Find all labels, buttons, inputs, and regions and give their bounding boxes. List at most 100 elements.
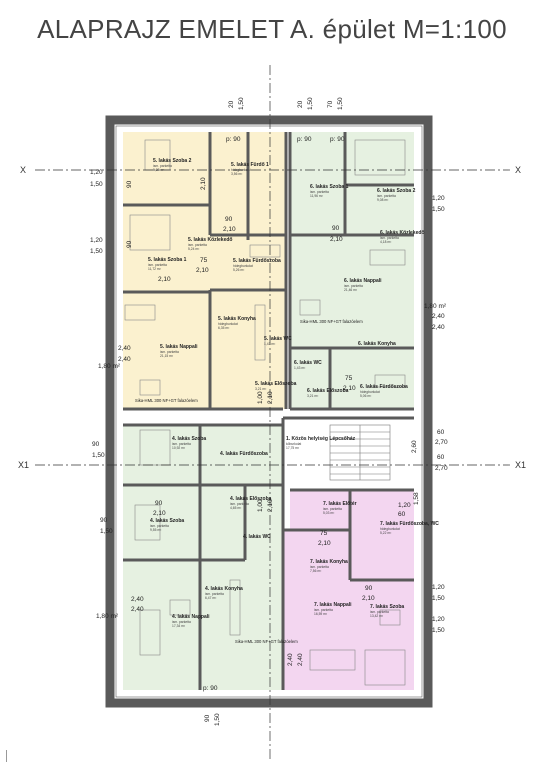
svg-text:6. lakás Előszoba: 6. lakás Előszoba	[307, 388, 349, 394]
svg-text:3,21 m²: 3,21 m²	[255, 387, 267, 391]
outer-wall	[105, 115, 433, 708]
dim: 1,50	[90, 248, 103, 255]
svg-text:ism. parketta: ism. parketta	[370, 610, 389, 614]
room-label: 6. lakás Szoba 1 ism. parketta 11,96 m²	[310, 184, 349, 198]
wall-notes: Sika-HML 300 NF+GT falazóelem Sika-HML 3…	[135, 319, 363, 644]
scroll-indicator	[6, 750, 7, 762]
svg-text:5,26 m²: 5,26 m²	[233, 268, 245, 272]
dim: 90	[126, 180, 133, 188]
dim: 20	[228, 100, 235, 108]
svg-text:hidegburkolat: hidegburkolat	[380, 527, 400, 531]
svg-text:5,03 m²: 5,03 m²	[323, 511, 335, 515]
dim: 2,40	[287, 653, 294, 666]
svg-text:ism. parketta: ism. parketta	[310, 190, 329, 194]
room-label: 7. lakás Nappali ism. parketta 16,59 m²	[314, 602, 352, 616]
dim: 2,70	[435, 465, 448, 472]
bed-4-szoba	[139, 429, 171, 466]
svg-text:ism. parketta: ism. parketta	[150, 524, 169, 528]
dim: 1,20	[398, 502, 411, 509]
fill-apt6-kozl-green	[290, 132, 414, 232]
room-label: 5. lakás WC 1,43 m²	[264, 336, 292, 346]
room-label: 5. lakás Közlekedő ism. parketta 5,24 m²	[188, 237, 232, 251]
dim: 2,10	[267, 499, 274, 512]
svg-text:21,15 m²: 21,15 m²	[160, 354, 174, 358]
dim: 1,50	[432, 627, 445, 634]
dim: p: 90	[226, 136, 241, 143]
dim: 1,80 m²	[96, 613, 119, 620]
room-label: 5. lakás Nappali ism. parketta 21,15 m²	[160, 344, 198, 358]
svg-text:1,43 m²: 1,43 m²	[264, 342, 276, 346]
bed-5-szoba1	[129, 214, 171, 251]
tub-6	[374, 374, 406, 388]
staircase	[329, 424, 391, 481]
svg-text:ism. parketta: ism. parketta	[380, 236, 399, 240]
svg-text:9,08 m²: 9,08 m²	[377, 198, 389, 202]
dim: 90	[92, 441, 100, 448]
dim: 2,40	[118, 345, 131, 352]
svg-text:ism. parketta: ism. parketta	[148, 263, 167, 267]
svg-text:5. lakás Előszoba: 5. lakás Előszoba	[255, 381, 297, 387]
bed-4-szoba2	[134, 504, 161, 541]
sofa-7	[309, 649, 356, 671]
fill-stair	[283, 418, 414, 490]
room-label: 5. lakás Konyha hidegburkolat 6,35 m²	[218, 316, 256, 330]
svg-text:9,55 m²: 9,55 m²	[150, 528, 162, 532]
dim: 1,00	[257, 391, 264, 404]
dim: 2,40	[118, 356, 131, 363]
svg-text:3,21 m²: 3,21 m²	[307, 394, 319, 398]
axis-labels: X X X1 X1	[18, 165, 526, 470]
dim: 2,40	[432, 313, 445, 320]
svg-text:6. lakás Szoba 1: 6. lakás Szoba 1	[310, 184, 349, 190]
dim: 2,40	[131, 606, 144, 613]
svg-text:5. lakás Fürdőszoba: 5. lakás Fürdőszoba	[233, 258, 281, 264]
svg-text:5. lakás Nappali: 5. lakás Nappali	[160, 344, 198, 350]
dim: p: 90	[297, 136, 312, 143]
bed-6-szoba1	[354, 139, 406, 176]
dim: 2,10	[200, 177, 207, 190]
table-7	[379, 609, 401, 626]
room-label: 5. lakás Fürdőszoba hidegburkolat 5,26 m…	[233, 258, 281, 272]
dim: 60	[437, 429, 445, 436]
room-labels: 5. lakás Szoba 2 ism. parketta 9,38 m² 5…	[148, 158, 439, 628]
fill-apt4	[123, 425, 283, 690]
svg-text:21,46 m²: 21,46 m²	[344, 288, 358, 292]
interior-walls	[123, 132, 414, 690]
room-label: 5. lakás Előszoba 3,21 m²	[255, 381, 297, 391]
svg-text:7. lakás Konyha: 7. lakás Konyha	[310, 559, 348, 565]
svg-text:ism. parketta: ism. parketta	[205, 592, 224, 596]
dim: 90	[100, 517, 108, 524]
dim: 1,20	[432, 616, 445, 623]
dim: 90	[126, 240, 133, 248]
room-label: 4. lakás Szoba ism. parketta 9,55 m²	[150, 518, 184, 532]
room-label: 6. lakás Fürdőszoba hidegburkolat 5,06 m…	[360, 384, 408, 398]
svg-text:hidegburkolat: hidegburkolat	[360, 390, 380, 394]
dim: 75	[200, 257, 208, 264]
dim: 1,20	[432, 584, 445, 591]
svg-text:hidegburkolat: hidegburkolat	[218, 322, 238, 326]
wall-type-note: Sika-HML 300 NF+GT falazóelem	[300, 319, 363, 324]
sofa-5	[124, 304, 156, 321]
bed-7-szoba	[364, 649, 406, 686]
svg-text:9,38 m²: 9,38 m²	[153, 168, 165, 172]
room-label: 4. lakás Nappali ism. parketta 17,34 m²	[172, 614, 210, 628]
dim: 2,10	[267, 391, 274, 404]
svg-text:4. lakás Konyha: 4. lakás Konyha	[205, 586, 243, 592]
svg-text:7. lakás Szoba: 7. lakás Szoba	[370, 604, 404, 610]
tub-5	[249, 244, 281, 258]
axis-x1-right: X1	[515, 460, 526, 470]
kitchen-5	[254, 304, 266, 361]
dim: 1,50	[92, 452, 105, 459]
dim: 1,50	[100, 528, 113, 535]
room-label: 1. Közös helyiség Lépcsőház kőburkolat 1…	[286, 436, 356, 450]
svg-text:5. lakás Közlekedő: 5. lakás Közlekedő	[188, 237, 232, 243]
dim: 2,10	[158, 276, 171, 283]
room-label: 7. lakás Szoba ism. parketta 13,42 m²	[370, 604, 404, 618]
svg-text:17,34 m²: 17,34 m²	[172, 624, 186, 628]
svg-text:4. lakás Szoba: 4. lakás Szoba	[172, 436, 206, 442]
svg-text:hidegburkolat: hidegburkolat	[233, 264, 253, 268]
svg-text:ism. parketta: ism. parketta	[377, 194, 396, 198]
room-label: 7. lakás Fürdőszoba, WC hidegburkolat 5,…	[380, 521, 439, 535]
dim: 90	[225, 216, 233, 223]
svg-text:kőburkolat: kőburkolat	[286, 442, 301, 446]
svg-text:4,65 m²: 4,65 m²	[230, 506, 242, 510]
